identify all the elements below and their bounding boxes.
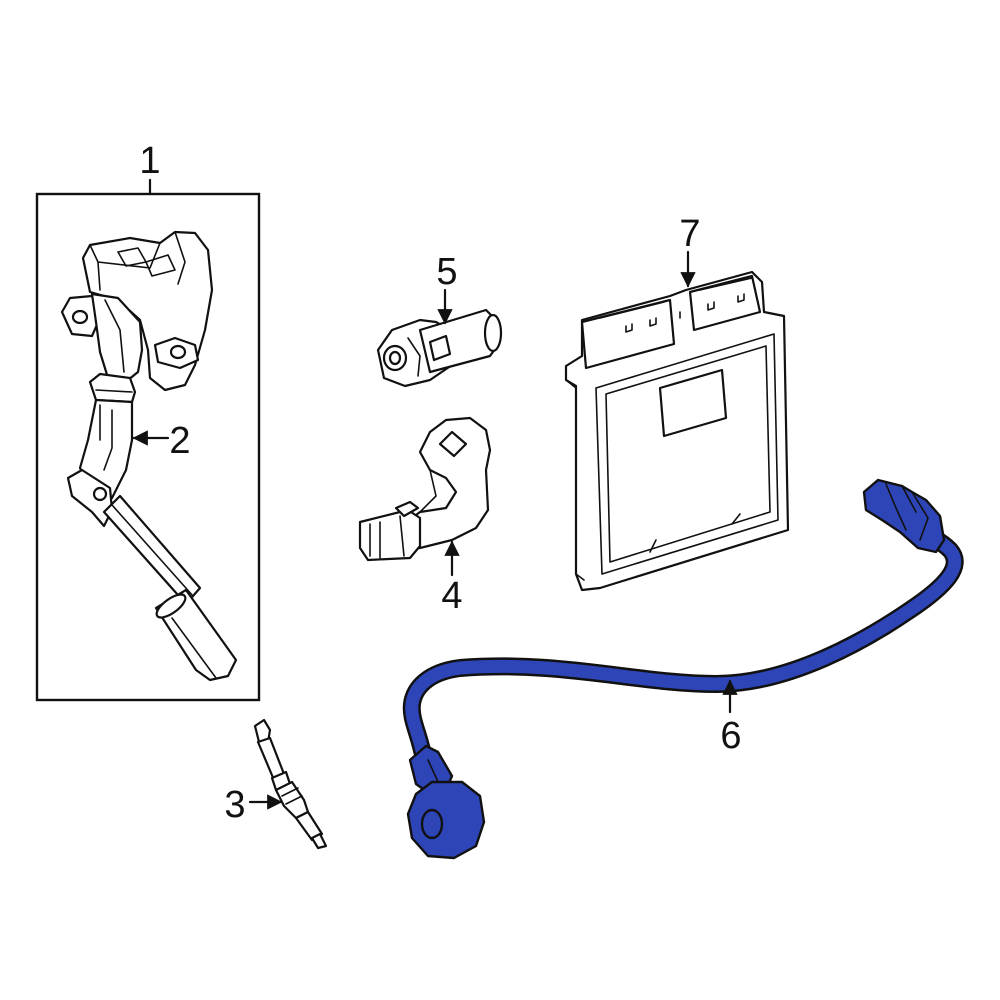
callout-4: 4 [441, 575, 462, 617]
callout-5: 5 [436, 251, 457, 293]
camshaft-position-sensor[interactable] [376, 308, 503, 388]
callout-3: 3 [224, 784, 245, 826]
crankshaft-position-sensor[interactable] [358, 416, 492, 562]
knock-sensor-harness[interactable] [402, 478, 964, 860]
callout-7: 7 [679, 213, 700, 255]
callout-6: 6 [720, 715, 741, 757]
ignition-coil[interactable] [60, 230, 238, 682]
callout-2: 2 [169, 420, 190, 462]
callout-1: 1 [139, 140, 160, 182]
engine-control-module[interactable] [564, 270, 790, 592]
coil-group-box [35, 192, 261, 702]
coil-assembly-group [35, 178, 261, 702]
spark-plug[interactable] [253, 718, 328, 850]
